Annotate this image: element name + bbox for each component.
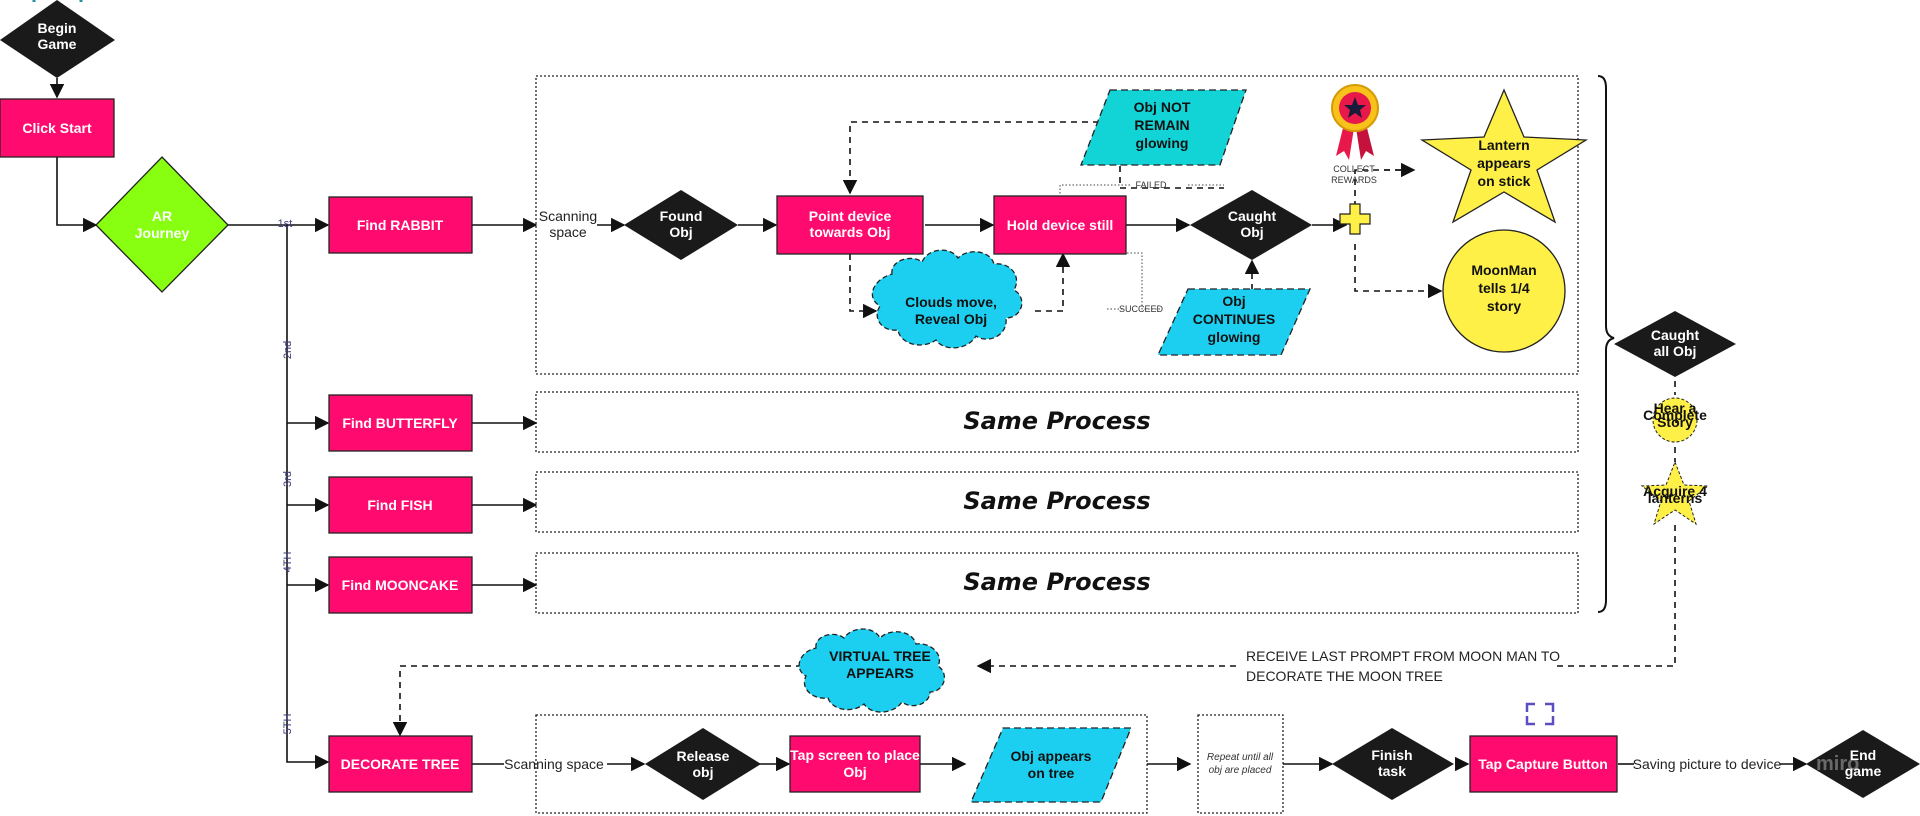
saving-picture-label: Saving picture to device (1633, 756, 1782, 772)
find-butterfly-node[interactable]: Find BUTTERFLY (328, 394, 473, 452)
svg-text:DECORATE TREE: DECORATE TREE (341, 756, 460, 772)
clouds-node[interactable]: Clouds move,Reveal Obj (871, 249, 1023, 349)
branch-label-1st: 1st (278, 218, 293, 230)
hear-story-node[interactable]: Hear aCompleteStory (1643, 397, 1707, 443)
svg-text:Find RABBIT: Find RABBIT (357, 217, 444, 233)
same-process-fish: Same Process (963, 487, 1150, 515)
svg-text:Acquire 4lanterns: Acquire 4lanterns (1643, 483, 1707, 506)
miro-watermark: miro (1816, 753, 1859, 775)
svg-text:Find FISH: Find FISH (367, 497, 432, 513)
solid-edges (49, 78, 1808, 772)
rabbit-process-frame (535, 75, 1579, 375)
branch-label-4th: 4TH (282, 552, 294, 573)
tap-capture-node[interactable]: Tap Capture Button (1469, 735, 1618, 793)
award-ribbon-icon (1331, 84, 1379, 160)
same-process-mooncake: Same Process (963, 568, 1150, 596)
dotted-connectors (1059, 184, 1224, 310)
find-mooncake-node[interactable]: Find MOONCAKE (328, 556, 473, 614)
capture-frame-icon (1525, 702, 1555, 726)
svg-text:Find BUTTERFLY: Find BUTTERFLY (342, 415, 458, 431)
dashed-edges (392, 121, 1676, 737)
svg-text:Find MOONCAKE: Find MOONCAKE (342, 577, 459, 593)
svg-text:Hold device still: Hold device still (1007, 217, 1114, 233)
decorate-tree-node[interactable]: DECORATE TREE (328, 735, 473, 793)
hold-device-node[interactable]: Hold device still (993, 195, 1127, 255)
find-rabbit-node[interactable]: Find RABBIT (328, 196, 473, 254)
failed-label: FAILED (1135, 180, 1167, 190)
svg-text:Click Start: Click Start (22, 120, 92, 136)
begin-game-top-marks (32, 0, 83, 2)
group-brace (1597, 75, 1615, 613)
same-process-butterfly: Same Process (963, 407, 1150, 435)
acquire-lanterns-node[interactable]: Acquire 4lanterns (1640, 460, 1710, 526)
branch-label-3rd: 3rd (282, 471, 294, 487)
svg-text:Tap Capture Button: Tap Capture Button (1478, 756, 1608, 772)
plus-icon (1339, 203, 1371, 235)
repeat-note-frame (1197, 714, 1284, 814)
svg-text:Clouds move,Reveal Obj: Clouds move,Reveal Obj (905, 294, 997, 327)
succeed-label: SUCCEED (1119, 304, 1164, 314)
svg-text:Hear aCompleteStory: Hear aCompleteStory (1643, 400, 1707, 430)
scanning-space-label-bottom: Scanning space (504, 756, 604, 772)
branch-label-2nd: 2nd (282, 341, 294, 359)
click-start-node[interactable]: Click Start (0, 98, 115, 158)
find-fish-node[interactable]: Find FISH (328, 476, 473, 534)
branch-label-5th: 5TH (282, 714, 294, 735)
